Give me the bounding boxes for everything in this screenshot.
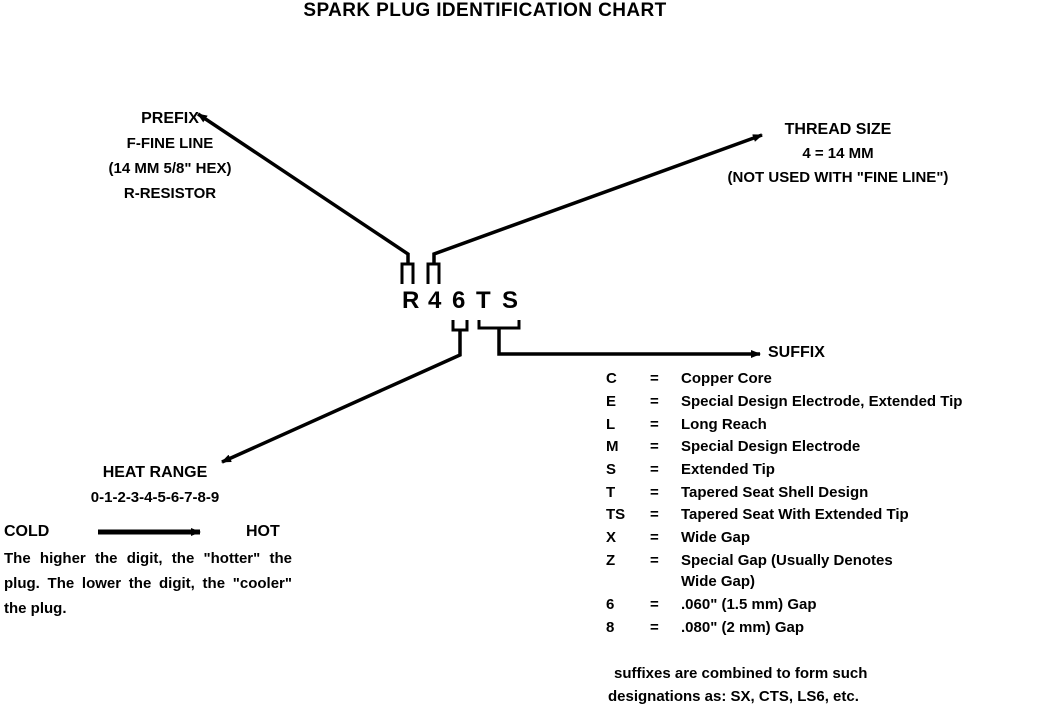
suffix-code: C xyxy=(606,370,617,387)
suffix-sep: = xyxy=(650,370,659,387)
heat-bracket xyxy=(451,320,469,332)
suffix-entry: M = Special Design Electrode xyxy=(606,435,860,458)
suffix-entry: C = Copper Core xyxy=(606,367,772,390)
suffix-desc: Tapered Seat Shell Design xyxy=(681,484,869,501)
suffix-sep: = xyxy=(650,552,659,569)
thread-bracket xyxy=(426,262,441,284)
suffix-code: E xyxy=(606,393,617,410)
suffix-sep: = xyxy=(650,529,659,546)
suffix-desc: Tapered Seat With Extended Tip xyxy=(681,506,909,523)
thread-arrow xyxy=(432,133,763,264)
prefix-line: (14 MM 5/8" HEX) xyxy=(108,160,232,177)
prefix-line: R-RESISTOR xyxy=(123,185,217,202)
suffix-code: T xyxy=(606,484,616,501)
suffix-code: Z xyxy=(606,552,616,569)
suffix-entry: 6 = .060" (1.5 mm) Gap xyxy=(606,593,817,616)
suffix-desc: .060" (1.5 mm) Gap xyxy=(681,596,817,613)
code-letter-s: S xyxy=(502,287,519,314)
suffix-entry: E = Special Design Electrode, Extended Tip xyxy=(606,390,962,413)
prefix-bracket xyxy=(400,262,415,284)
code-letter-4: 4 xyxy=(428,287,442,314)
suffix-note-line: designations as: SX, CTS, LS6, etc. xyxy=(608,688,859,705)
suffix-code: 8 xyxy=(606,619,615,636)
code-letter-6: 6 xyxy=(452,287,466,314)
suffix-arrow xyxy=(497,328,761,358)
suffix-entry: Wide Gap) xyxy=(606,570,755,593)
heat-range-values: 0-1-2-3-4-5-6-7-8-9 xyxy=(90,489,220,506)
suffix-sep: = xyxy=(650,619,659,636)
suffix-heading: SUFFIX xyxy=(768,344,825,361)
prefix-arrow xyxy=(197,112,410,264)
chart-title: SPARK PLUG IDENTIFICATION CHART xyxy=(303,0,667,21)
thread-size-line: 4 = 14 MM xyxy=(802,145,874,162)
suffix-code: S xyxy=(606,461,617,478)
prefix-heading: PREFIX xyxy=(141,110,199,127)
prefix-block: PREFIX F-FINE LINE (14 MM 5/8" HEX) R-RE… xyxy=(40,106,300,206)
suffix-code: TS xyxy=(606,506,626,523)
heat-range-block: HEAT RANGE 0-1-2-3-4-5-6-7-8-9 xyxy=(60,460,250,510)
suffix-desc: .080" (2 mm) Gap xyxy=(681,619,804,636)
suffix-note-line: suffixes are combined to form such xyxy=(614,665,868,682)
suffix-entry: X = Wide Gap xyxy=(606,526,750,549)
suffix-desc: Wide Gap xyxy=(681,529,751,546)
suffix-sep: = xyxy=(650,438,659,455)
prefix-line: F-FINE LINE xyxy=(126,135,214,152)
suffix-sep: = xyxy=(650,416,659,433)
suffix-desc: Special Design Electrode xyxy=(681,438,861,455)
suffix-note: suffixes are combined to form such desig… xyxy=(608,662,867,708)
suffix-sep: = xyxy=(650,461,659,478)
heat-arrow xyxy=(221,330,462,464)
suffix-sep: = xyxy=(650,506,659,523)
cold-label: COLD xyxy=(4,523,50,540)
code-letter-r: R xyxy=(402,287,420,314)
suffix-code: M xyxy=(606,438,619,455)
suffix-code: L xyxy=(606,416,616,433)
suffix-bracket xyxy=(477,320,521,330)
suffix-entry: Z = Special Gap (Usually Denotes xyxy=(606,549,893,572)
suffix-desc: Extended Tip xyxy=(681,461,775,478)
suffix-code: 6 xyxy=(606,596,615,613)
suffix-entry: T = Tapered Seat Shell Design xyxy=(606,481,868,504)
suffix-sep: = xyxy=(650,596,659,613)
code-letter-t: T xyxy=(476,287,491,314)
thread-size-heading: THREAD SIZE xyxy=(784,121,892,138)
suffix-sep: = xyxy=(650,393,659,410)
suffix-entry: 8 = .080" (2 mm) Gap xyxy=(606,616,804,639)
heat-range-description: The higher the digit, the "hotter" the p… xyxy=(4,550,292,617)
suffix-code: X xyxy=(606,529,617,546)
heat-range-heading: HEAT RANGE xyxy=(102,464,208,481)
hot-label: HOT xyxy=(246,523,280,540)
thread-size-block: THREAD SIZE 4 = 14 MM (NOT USED WITH "FI… xyxy=(700,118,976,190)
suffix-desc: Special Gap (Usually Denotes xyxy=(681,552,893,569)
suffix-sep: = xyxy=(650,484,659,501)
suffix-desc: Long Reach xyxy=(681,416,767,433)
suffix-desc: Wide Gap) xyxy=(681,573,756,590)
suffix-entry: S = Extended Tip xyxy=(606,458,775,481)
suffix-entry: L = Long Reach xyxy=(606,413,767,436)
suffix-desc: Copper Core xyxy=(681,370,772,387)
suffix-entry: TS = Tapered Seat With Extended Tip xyxy=(606,503,909,526)
thread-size-line: (NOT USED WITH "FINE LINE") xyxy=(727,169,949,186)
suffix-desc: Special Design Electrode, Extended Tip xyxy=(681,393,963,410)
